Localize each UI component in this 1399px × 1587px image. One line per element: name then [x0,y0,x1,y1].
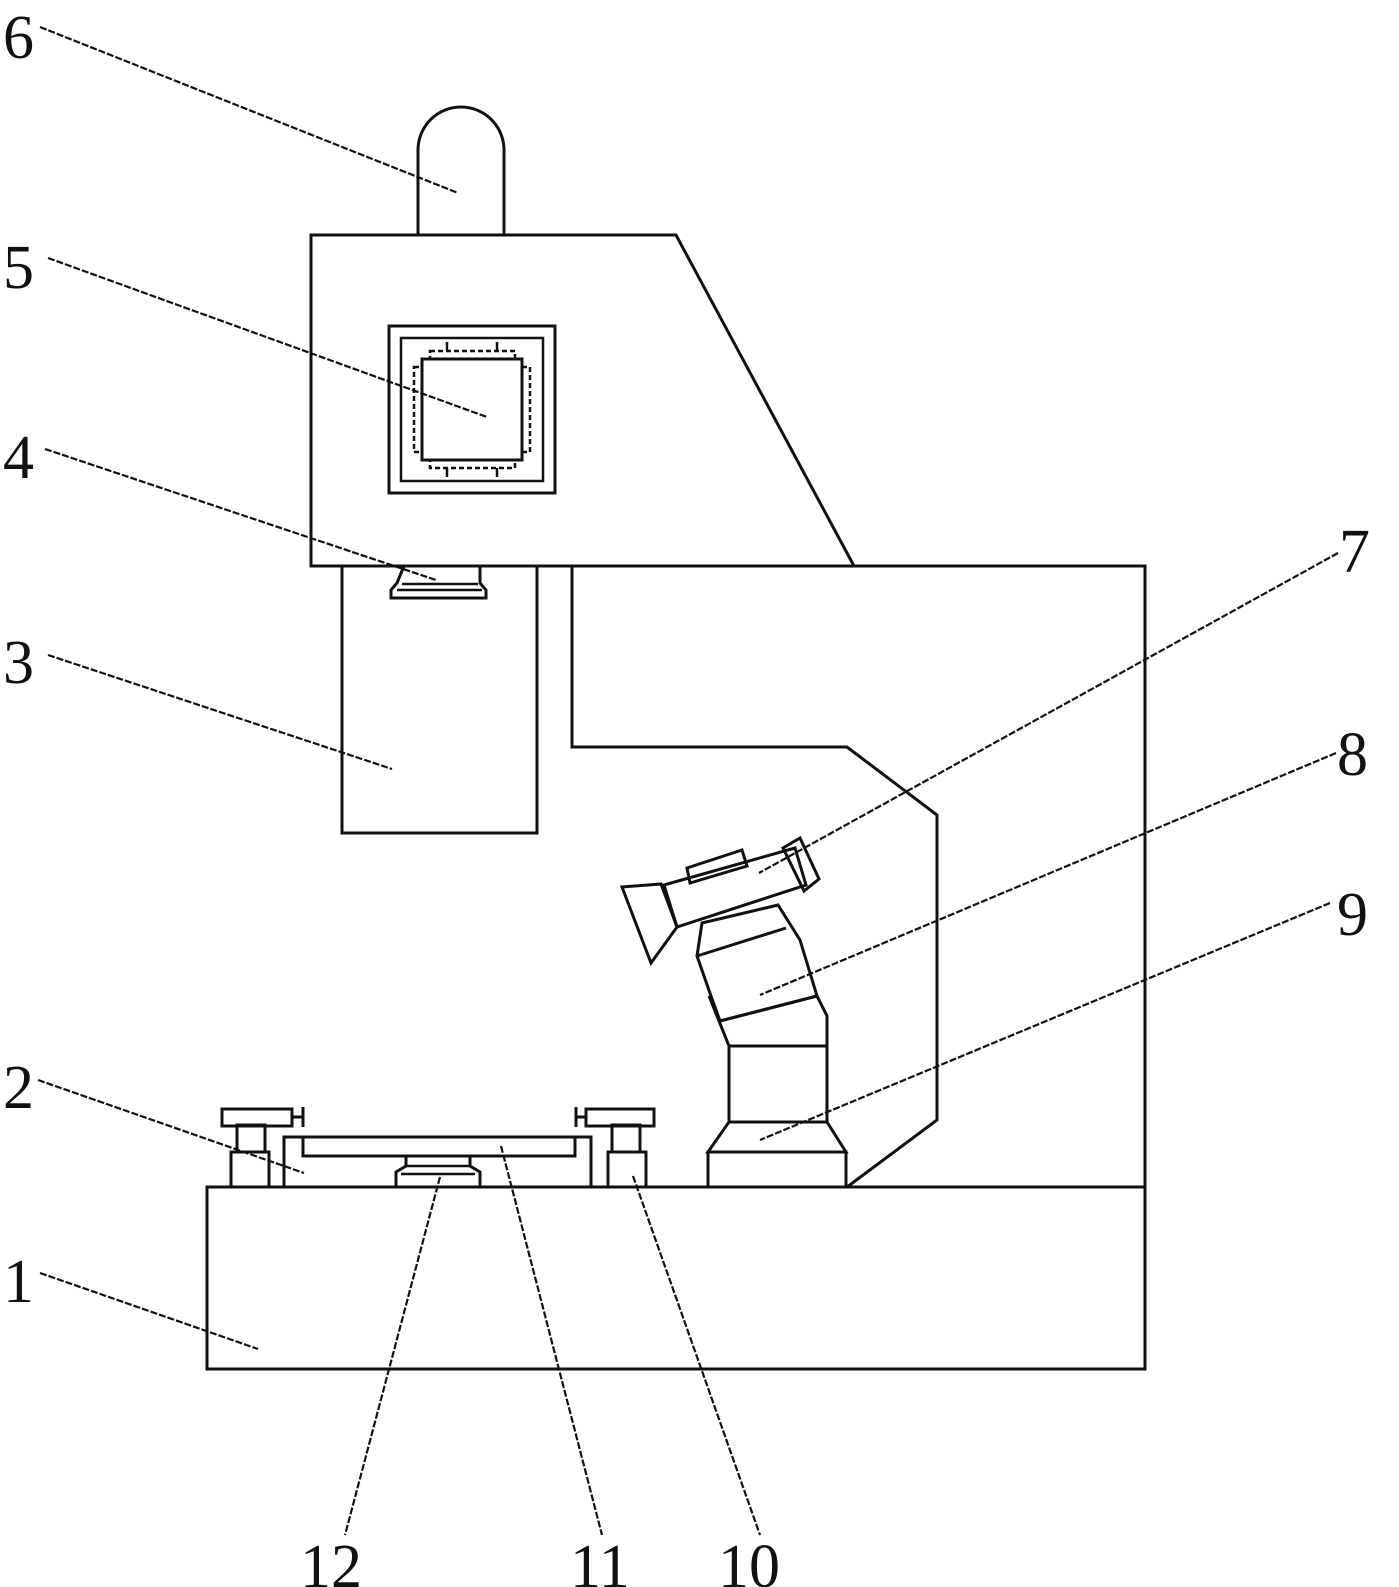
label-9: 9 [1337,881,1368,949]
label-6: 6 [3,4,34,72]
control-chip-part [389,326,555,493]
top-cylinder-part [418,107,504,235]
label-5: 5 [3,234,34,302]
label-1: 1 [3,1248,34,1316]
label-2: 2 [3,1054,34,1122]
label-12: 12 [300,1533,362,1587]
label-4: 4 [3,424,34,492]
label-10: 10 [718,1533,780,1587]
base-part [207,1187,1145,1369]
head-block [311,235,854,566]
leader-lines [38,27,1338,1535]
robot-base-part [708,1046,846,1187]
frame-part [572,566,1145,1187]
press-column-part [342,566,537,833]
label-3: 3 [3,629,34,697]
label-11: 11 [570,1533,630,1587]
clamp-table-part [222,1107,654,1187]
label-7: 7 [1339,518,1370,586]
label-8: 8 [1337,721,1368,789]
